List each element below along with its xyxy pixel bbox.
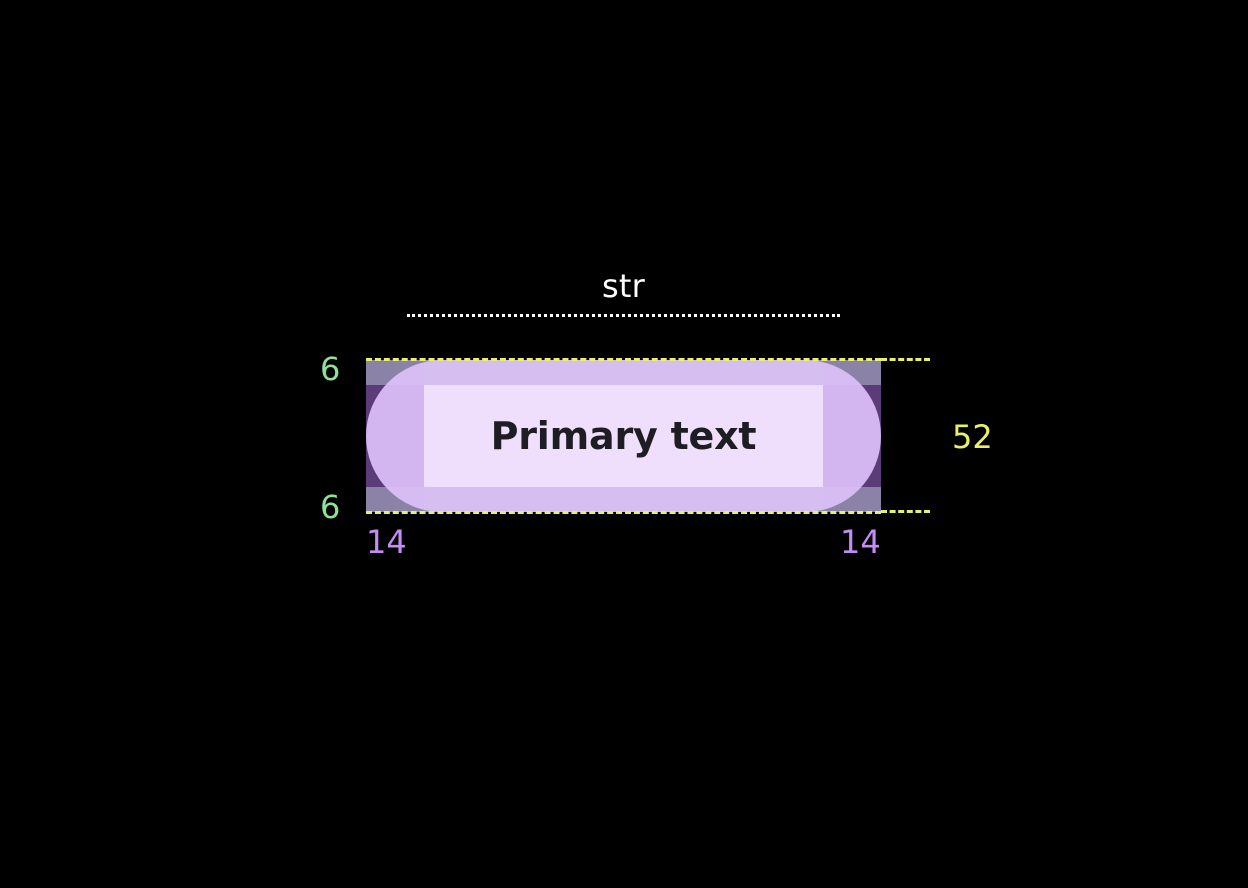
annotation-padding-top: 6	[320, 350, 341, 388]
element-outline-top	[366, 358, 881, 361]
annotation-padding-left: 14	[366, 523, 407, 561]
annotation-padding-bottom: 6	[320, 488, 341, 526]
annotation-padding-right: 14	[840, 523, 881, 561]
content-box-highlight	[424, 385, 823, 487]
height-bracket-bottom	[881, 510, 930, 513]
width-measure-line	[407, 314, 840, 317]
inspected-element-box[interactable]: Primary text	[366, 358, 881, 514]
annotation-height: 52	[952, 418, 993, 456]
primary-button[interactable]: Primary text	[366, 360, 881, 512]
width-measure-label: str	[602, 267, 645, 305]
element-outline-bottom	[366, 511, 881, 514]
height-bracket-top	[881, 358, 930, 361]
primary-button-label: Primary text	[490, 414, 757, 458]
